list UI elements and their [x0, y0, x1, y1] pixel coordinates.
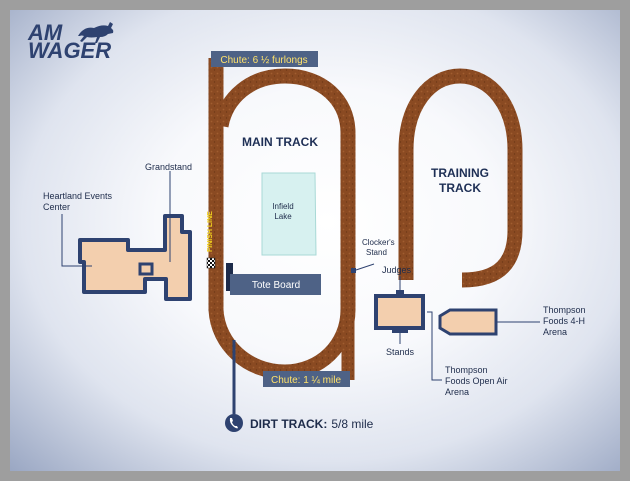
open-air-label-3: Arena — [445, 387, 469, 397]
clockers-stand: Clocker's Stand — [351, 238, 395, 273]
clockers-stand-label-2: Stand — [366, 248, 387, 257]
dirt-track-value: 5/8 mile — [331, 417, 373, 431]
brand-logo: AM WAGER — [27, 20, 114, 63]
infield-lake — [261, 172, 317, 256]
infield-lake-label-2: Lake — [274, 212, 292, 221]
open-air-arena — [374, 290, 425, 333]
brand-line1: AM — [27, 20, 63, 45]
chute-top-label: Chute: 6 ½ furlongs — [211, 51, 318, 67]
dirt-track-bold: DIRT TRACK: — [250, 417, 327, 431]
checkered-flag-icon — [206, 257, 216, 269]
tote-board-label: Tote Board — [252, 280, 300, 291]
foods-4h-label-1: Thompson — [543, 305, 586, 315]
chute-bottom-text: Chute: 1 ¼ mile — [271, 374, 341, 386]
infield-lake-label-1: Infield — [272, 202, 293, 211]
foods-4h-arena — [438, 308, 498, 336]
finish-line: FINISH LINE — [206, 211, 216, 269]
grandstand-label: Grandstand — [145, 162, 192, 172]
heartland-label-2: Center — [43, 202, 70, 212]
foods-4h-label-2: Foods 4-H — [543, 316, 585, 326]
chute-top-text: Chute: 6 ½ furlongs — [220, 55, 307, 66]
judges-label: Judges — [382, 265, 412, 275]
training-track-label-1: TRAINING — [431, 166, 489, 180]
horse-and-jockey-icon — [78, 22, 114, 43]
open-air-label-2: Foods Open Air — [445, 376, 508, 386]
foods-4h-label-3: Arena — [543, 327, 567, 337]
training-track-label-2: TRACK — [439, 181, 481, 195]
open-air-leader — [427, 311, 442, 381]
grandstand-building — [78, 214, 192, 301]
dirt-track-label: DIRT TRACK: 5/8 mile — [250, 417, 374, 431]
tote-board: Tote Board — [226, 263, 321, 295]
heartland-leader — [61, 214, 92, 267]
clockers-stand-label-1: Clocker's — [362, 238, 395, 247]
training-track-loop — [398, 68, 523, 288]
chute-bottom-label: Chute: 1 ¼ mile — [263, 371, 350, 387]
finish-line-label: FINISH LINE — [207, 211, 214, 252]
main-track-label: MAIN TRACK — [242, 135, 318, 149]
phone-icon — [225, 414, 243, 432]
stands-label: Stands — [386, 347, 415, 357]
brand-line2: WAGER — [28, 38, 111, 63]
open-air-label-1: Thompson — [445, 365, 488, 375]
heartland-label-1: Heartland Events — [43, 191, 113, 201]
